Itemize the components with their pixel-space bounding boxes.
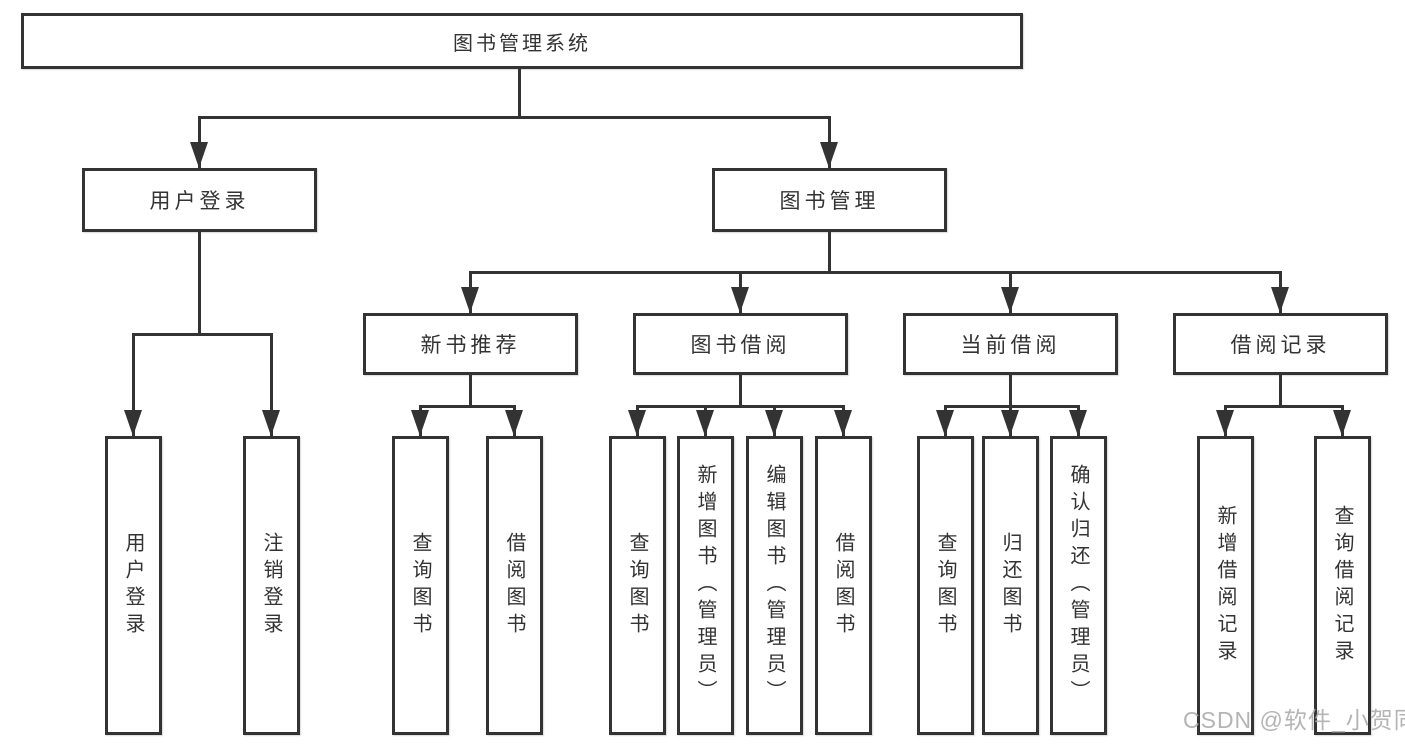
node-borrow-books-borrowing: 借阅图书 xyxy=(815,436,872,735)
arrow-cb-leaf3 xyxy=(1069,410,1087,436)
arrow-book-borrow xyxy=(731,287,749,313)
connector-new-book-stub xyxy=(469,375,472,408)
arrow-nb-leaf2 xyxy=(505,410,523,436)
connector-book-borrow-stub xyxy=(739,375,742,408)
arrow-bb-leaf3 xyxy=(765,410,783,436)
connector-user-login-hline xyxy=(132,333,273,336)
node-book-borrowing: 图书借阅 xyxy=(633,313,848,375)
arrow-br-leaf2 xyxy=(1333,410,1351,436)
arrow-new-book xyxy=(461,287,479,313)
arrow-br-leaf1 xyxy=(1216,410,1234,436)
node-borrow-records: 借阅记录 xyxy=(1173,313,1388,375)
node-query-borrow-record: 查询借阅记录 xyxy=(1314,436,1371,735)
connector-book-management-stub xyxy=(828,232,831,274)
arrow-logout-leaf xyxy=(262,410,280,436)
node-return-books: 归还图书 xyxy=(982,436,1039,735)
connector-user-login-stub xyxy=(198,232,201,336)
node-add-books-admin: 新增图书（管理员） xyxy=(677,436,734,735)
node-new-book-recommend: 新书推荐 xyxy=(363,313,578,375)
node-book-management: 图书管理 xyxy=(712,168,947,232)
node-edit-books-admin: 编辑图书（管理员） xyxy=(746,436,803,735)
node-current-borrowing: 当前借阅 xyxy=(903,313,1118,375)
node-confirm-return-admin: 确认归还（管理员） xyxy=(1050,436,1107,735)
connector-book-borrow-hline xyxy=(636,405,845,408)
connector-current-borrow-stub xyxy=(1009,375,1012,408)
connector-new-book-hline xyxy=(419,405,516,408)
node-root: 图书管理系统 xyxy=(21,13,1023,69)
arrow-cb-leaf2 xyxy=(1001,410,1019,436)
arrow-login-leaf xyxy=(124,410,142,436)
connector-logout-leaf-stem xyxy=(270,333,273,436)
node-borrow-books-recommend: 借阅图书 xyxy=(486,436,543,735)
node-query-books-recommend: 查询图书 xyxy=(392,436,449,735)
connector-root-stub xyxy=(518,69,521,119)
connector-level2-hline xyxy=(469,271,1282,274)
arrow-nb-leaf1 xyxy=(411,410,429,436)
arrow-book-management xyxy=(820,142,838,168)
connector-borrow-record-hline xyxy=(1224,405,1344,408)
arrow-cb-leaf1 xyxy=(936,410,954,436)
arrow-bb-leaf4 xyxy=(834,410,852,436)
connector-current-borrow-hline xyxy=(944,405,1080,408)
node-user-login-action: 用户登录 xyxy=(105,436,162,735)
arrow-current-borrow xyxy=(1001,287,1019,313)
arrow-user-login xyxy=(190,142,208,168)
node-add-borrow-record: 新增借阅记录 xyxy=(1197,436,1254,735)
arrow-bb-leaf1 xyxy=(628,410,646,436)
node-query-books-borrowing: 查询图书 xyxy=(609,436,666,735)
arrow-bb-leaf2 xyxy=(696,410,714,436)
connector-borrow-record-stub xyxy=(1279,375,1282,408)
connector-level1-hline xyxy=(198,116,831,119)
node-user-login: 用户登录 xyxy=(82,168,317,232)
node-logout-action: 注销登录 xyxy=(243,436,300,735)
node-query-books-current: 查询图书 xyxy=(917,436,974,735)
connector-login-leaf-stem xyxy=(132,333,135,436)
watermark-text: CSDN @软件_小贺同学 xyxy=(1183,707,1405,733)
arrow-borrow-record xyxy=(1271,287,1289,313)
